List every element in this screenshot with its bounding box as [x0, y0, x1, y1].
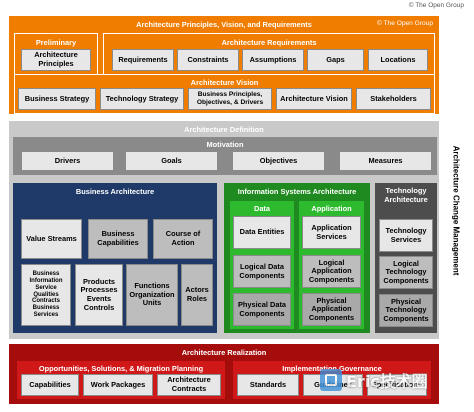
specifications-box: Specifications [367, 374, 427, 396]
opportunities-title: Opportunities, Solutions, & Migration Pl… [38, 364, 204, 373]
business-principles-box: Business Principles, Objectives, & Drive… [188, 88, 272, 110]
watermark-text: Eric技术圈 [346, 372, 428, 391]
opportunities-panel: Opportunities, Solutions, & Migration Pl… [17, 361, 225, 399]
capabilities-box: Capabilities [21, 374, 79, 396]
assumptions-box: Assumptions [242, 49, 304, 71]
architecture-vision-box: Architecture Vision [276, 88, 352, 110]
technology-services-box: Technology Services [379, 219, 433, 252]
motivation-panel: Motivation Drivers Goals Objectives Meas… [13, 137, 437, 175]
principles-copyright: © The Open Group [376, 20, 433, 27]
definition-section: Architecture Definition Motivation Drive… [9, 121, 439, 339]
measures-box: Measures [339, 151, 432, 171]
drivers-box: Drivers [21, 151, 114, 171]
data-title: Data [253, 204, 271, 213]
business-strategy-box: Business Strategy [18, 88, 96, 110]
locations-box: Locations [368, 49, 428, 71]
physical-technology-components-box: Physical Technology Components [379, 294, 433, 327]
vision-title: Architecture Vision [190, 78, 259, 87]
gaps-box: Gaps [307, 49, 364, 71]
requirements-title: Architecture Requirements [221, 38, 317, 47]
data-entities-box: Data Entities [233, 216, 291, 249]
constraints-box: Constraints [177, 49, 239, 71]
realization-title: Architecture Realization [181, 348, 267, 357]
business-architecture-title: Business Architecture [75, 187, 155, 196]
watermark: Eric技术圈 [320, 364, 465, 396]
stakeholders-box: Stakeholders [356, 88, 431, 110]
realization-section: Architecture Realization Opportunities, … [9, 344, 439, 404]
business-architecture-panel: Business Architecture Value Streams Busi… [13, 183, 217, 333]
course-of-action-box: Course of Action [153, 219, 213, 259]
copyright: © The Open Group [408, 2, 464, 9]
vision-panel: Architecture Vision Business Strategy Te… [14, 74, 435, 114]
technology-strategy-box: Technology Strategy [100, 88, 184, 110]
governance-title: Implementation Governance [282, 364, 382, 373]
value-streams-box: Value Streams [21, 219, 82, 259]
definition-title: Architecture Definition [184, 125, 264, 134]
isa-panel: Information Systems Architecture Data Da… [224, 183, 370, 333]
physical-application-components-box: Physical Application Components [302, 293, 361, 326]
technology-architecture-title: Technology Architecture [384, 186, 428, 204]
work-packages-box: Work Packages [83, 374, 153, 396]
requirements-box: Requirements [112, 49, 174, 71]
change-management-sidebar: Architecture Change Management [445, 16, 467, 404]
isa-title: Information Systems Architecture [237, 187, 357, 196]
logical-application-components-box: Logical Application Components [302, 255, 361, 288]
application-services-box: Application Services [302, 216, 361, 249]
principles-title: Architecture Principles, Vision, and Req… [136, 20, 312, 29]
watermark-logo-icon [320, 369, 342, 391]
goals-box: Goals [125, 151, 218, 171]
application-panel: Application Application Services Logical… [299, 201, 364, 329]
motivation-title: Motivation [206, 140, 244, 149]
change-management-label: Architecture Change Management [451, 145, 461, 275]
products-processes-box: Products Processes Events Controls [75, 264, 123, 326]
preliminary-title: Preliminary [35, 38, 77, 47]
technology-architecture-panel: Technology Architecture Technology Servi… [375, 183, 437, 333]
standards-box: Standards [237, 374, 299, 396]
business-capabilities-box: Business Capabilities [88, 219, 148, 259]
physical-data-components-box: Physical Data Components [233, 293, 291, 326]
architecture-contracts-box: Architecture Contracts [157, 374, 221, 396]
logical-technology-components-box: Logical Technology Components [379, 256, 433, 289]
architecture-principles-box: Architecture Principles [21, 49, 91, 71]
functions-organization-box: Functions Organization Units [126, 264, 178, 326]
principles-section: Architecture Principles, Vision, and Req… [9, 16, 439, 114]
data-panel: Data Data Entities Logical Data Componen… [230, 201, 294, 329]
objectives-box: Objectives [232, 151, 325, 171]
application-title: Application [311, 204, 352, 213]
actors-roles-box: Actors Roles [181, 264, 213, 326]
business-information-box: Business Information Service Qualities C… [21, 264, 71, 326]
logical-data-components-box: Logical Data Components [233, 255, 291, 288]
